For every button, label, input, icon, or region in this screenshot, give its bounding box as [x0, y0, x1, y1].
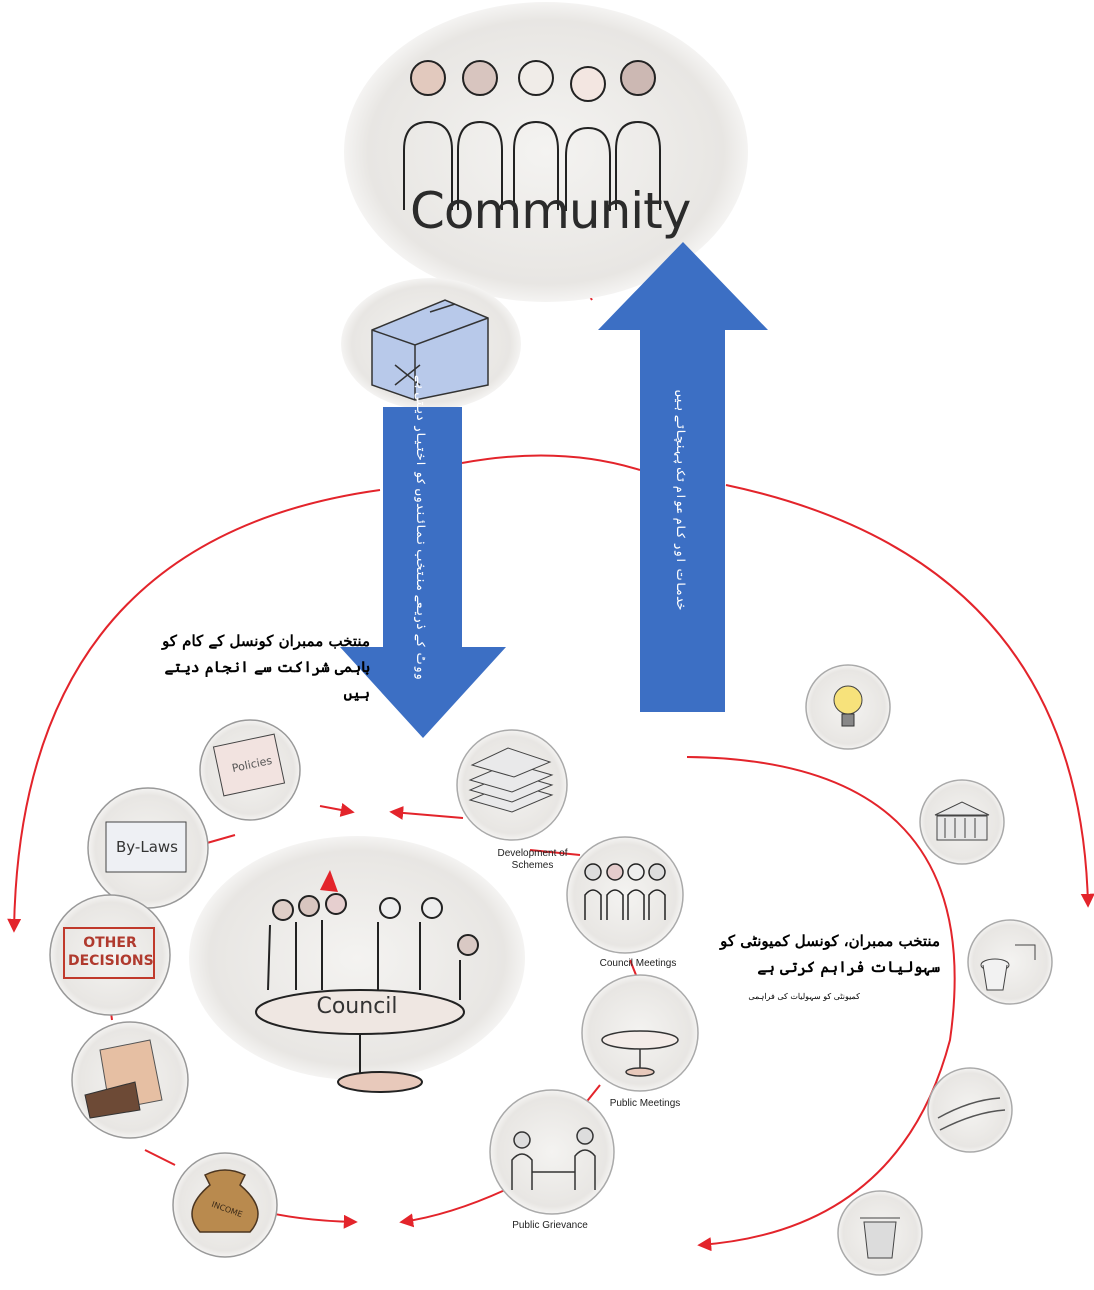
council-bubble	[189, 836, 525, 1080]
down-arrow-text: ووٹ کے ذریعے منتخب نمائندوں کو اختیار دی…	[414, 375, 428, 680]
down-arrow	[340, 407, 506, 738]
policies-icon	[212, 733, 286, 797]
road-circle	[927, 1067, 1013, 1153]
right-urdu-line2: سہولیات فراہم کرتی ہے	[757, 958, 940, 976]
schemes-stack-icon	[468, 747, 554, 813]
outer-red-arc	[7, 454, 1094, 933]
right-urdu-note: منتخب ممبران، کونسل کمیونٹی کو سہولیات ف…	[690, 928, 940, 980]
building-icon	[934, 801, 990, 841]
budget-icon	[84, 1039, 163, 1119]
community-people-icon	[403, 60, 661, 211]
right-urdu-line1: منتخب ممبران، کونسل کمیونٹی کو	[720, 932, 940, 950]
council-table-icon	[255, 870, 479, 1093]
by-laws-text: By-Laws	[116, 838, 178, 856]
road-icon	[937, 1097, 1006, 1131]
other-decisions-text: OTHER DECISIONS	[68, 935, 154, 969]
ballot-box-icon	[371, 299, 489, 401]
dustbin-icon	[860, 1217, 900, 1259]
public-meetings-icon	[601, 1030, 679, 1077]
up-arrow-text: خدمات اور کام عوام تک پہنچاتے ہیں	[674, 390, 688, 610]
public-meetings-label: Public Meetings	[609, 1098, 681, 1109]
sanitation-icon	[980, 944, 1036, 991]
left-urdu-line1: منتخب ممبران کونسل کے کام کو	[162, 632, 370, 650]
council-title: Council	[316, 994, 398, 1019]
sanitation-circle	[967, 919, 1053, 1005]
public-grievance-icon	[511, 1127, 596, 1190]
income-bag-icon	[191, 1169, 259, 1233]
light-bulb-icon	[833, 685, 863, 727]
council-meetings-people-icon	[584, 863, 666, 920]
council-meetings-label: Council Meetings	[599, 958, 677, 969]
left-urdu-line2: باہمی شراکت سے انجام دیتے ہیں	[164, 658, 370, 702]
community-title: Community	[410, 182, 691, 240]
by-laws-icon	[105, 821, 187, 873]
other-decisions-circle	[49, 894, 171, 1016]
other-decisions-icon	[63, 927, 155, 979]
left-urdu-note: منتخب ممبران کونسل کے کام کو باہمی شراکت…	[150, 628, 370, 706]
up-arrow	[598, 242, 768, 712]
development-of-schemes-label: Development of Schemes	[497, 848, 568, 871]
public-grievance-circle	[489, 1089, 615, 1215]
right-urdu-small-note: کمیونٹی کو سہولیات کی فراہمی	[748, 992, 860, 1001]
public-grievance-label: Public Grievance	[512, 1220, 588, 1231]
